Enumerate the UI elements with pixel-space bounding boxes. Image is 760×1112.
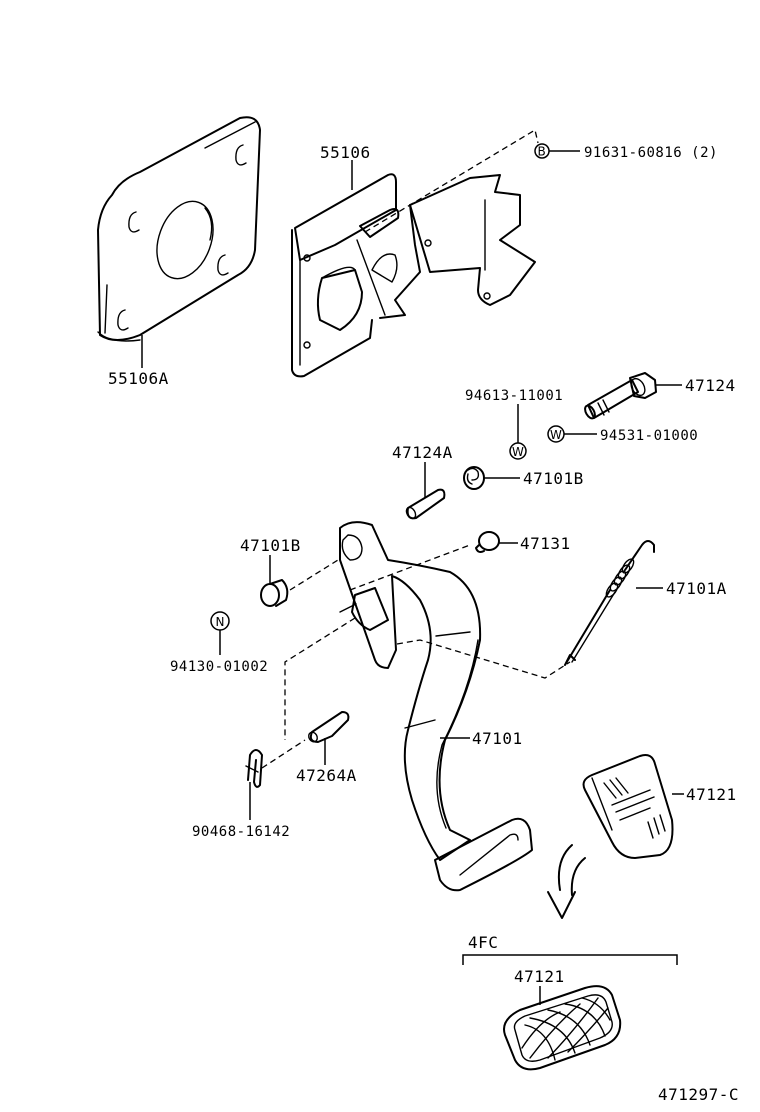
washer-marker-W-94531[interactable]: W — [547, 425, 565, 443]
label-47121[interactable]: 47121 — [686, 785, 737, 804]
w-circle-icon — [509, 442, 527, 460]
label-47101B-upper[interactable]: 47101B — [523, 469, 584, 488]
label-47101B-left[interactable]: 47101B — [240, 536, 301, 555]
label-91631-60816[interactable]: 91631-60816 (2) — [584, 145, 718, 161]
part-47101B-bushing-left[interactable] — [260, 579, 289, 607]
dashed-guide-left-bushing — [289, 559, 339, 591]
label-55106A[interactable]: 55106A — [108, 369, 169, 388]
label-47101A[interactable]: 47101A — [666, 579, 727, 598]
variant-bracket — [462, 954, 678, 965]
nut-marker-N[interactable]: N — [210, 611, 230, 631]
label-47121-4FC[interactable]: 47121 — [514, 967, 565, 986]
label-47124A[interactable]: 47124A — [392, 443, 453, 462]
part-47124-bolt[interactable] — [583, 372, 657, 420]
part-47101A-spring[interactable] — [564, 540, 655, 666]
b-marker-letter: B — [538, 145, 546, 159]
part-47101B-bushing-upper[interactable] — [463, 466, 485, 490]
label-47264A[interactable]: 47264A — [296, 766, 357, 785]
label-90468-16142[interactable]: 90468-16142 — [192, 824, 290, 840]
curved-arrow-icon — [547, 844, 586, 919]
part-47121-pad[interactable] — [582, 754, 674, 859]
dashed-guide-pin — [284, 617, 356, 740]
w-marker-letter: W — [550, 428, 562, 442]
part-55106-support[interactable] — [291, 173, 536, 378]
part-47121-4FC-pad[interactable] — [503, 985, 622, 1071]
label-94613-11001[interactable]: 94613-11001 — [465, 388, 563, 404]
label-94130-01002[interactable]: 94130-01002 — [170, 659, 268, 675]
dashed-guide-stopper — [349, 544, 471, 591]
label-47131[interactable]: 47131 — [520, 534, 571, 553]
variant-label-4FC: 4FC — [468, 933, 498, 952]
part-47124A-pin[interactable] — [405, 488, 446, 521]
w-marker-letter: W — [512, 445, 524, 459]
dashed-guide-spring — [396, 639, 571, 679]
dashed-guide-bolt-B — [364, 128, 539, 233]
diagram-reference-id: 471297-C — [658, 1085, 739, 1104]
label-47101[interactable]: 47101 — [472, 729, 523, 748]
label-47124[interactable]: 47124 — [685, 376, 736, 395]
washer-marker-W-94613[interactable]: W — [509, 442, 527, 460]
n-marker-letter: N — [216, 615, 225, 629]
dashed-guide-clip — [261, 739, 306, 769]
part-47264A-pin[interactable] — [307, 711, 350, 743]
part-47131-stopper[interactable] — [475, 531, 500, 553]
label-55106[interactable]: 55106 — [320, 143, 371, 162]
part-47101-pedal-arm[interactable] — [339, 521, 533, 892]
part-55106A-plate[interactable] — [97, 116, 261, 342]
bolt-marker-B[interactable]: B — [534, 143, 550, 159]
label-94531-01000[interactable]: 94531-01000 — [600, 428, 698, 444]
part-90468-clip[interactable] — [245, 749, 263, 788]
